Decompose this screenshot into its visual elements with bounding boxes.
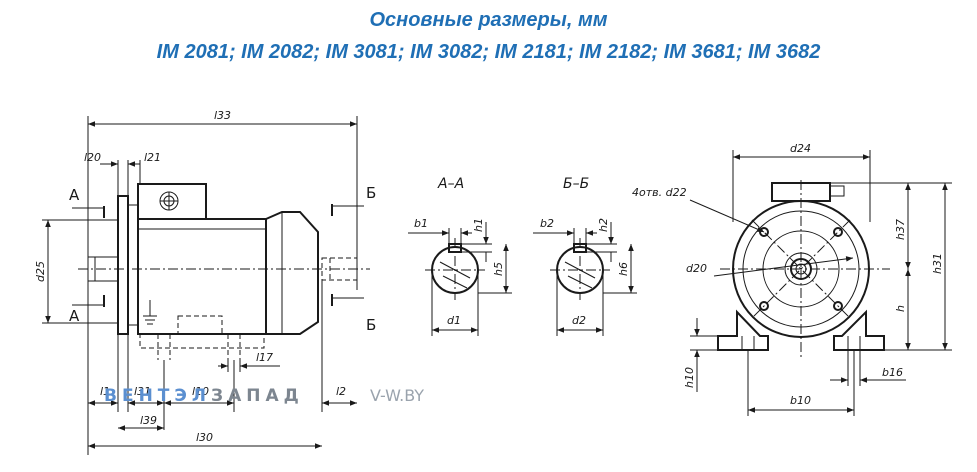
section-a-bottom-marker: А: [69, 307, 80, 325]
watermark-brand: ВЕНТЭЛЗАПАД: [104, 386, 304, 406]
dim-h10: h10: [683, 367, 696, 388]
dim-h2: h2: [597, 218, 610, 232]
dim-l31: l31: [134, 385, 151, 398]
dim-d1: d1: [447, 314, 461, 327]
dim-l1: l1: [100, 385, 110, 398]
page-subtitle: IM 2081; IM 2082; IM 3081; IM 3082; IM 2…: [156, 41, 821, 63]
dim-l10: l10: [192, 385, 209, 398]
dim-h6: h6: [617, 262, 630, 276]
dim-h: h: [894, 305, 907, 312]
section-aa-title: А–А: [437, 176, 464, 192]
dim-b16: b16: [882, 366, 903, 379]
dim-h31: h31: [931, 253, 944, 274]
dim-l33: l33: [214, 109, 231, 122]
dim-d25: d25: [34, 261, 47, 282]
front-view: d24 4отв. d22 d20: [632, 142, 952, 416]
dim-d20: d20: [686, 262, 707, 275]
section-b-bottom-marker: Б: [366, 316, 376, 334]
dim-d2: d2: [572, 314, 586, 327]
section-aa: А–А b1 h1 h5 d1: [408, 176, 512, 336]
page-title: Основные размеры, мм: [369, 9, 608, 31]
dim-l30: l30: [196, 431, 213, 444]
dim-l17: l17: [256, 351, 273, 364]
dim-h5: h5: [492, 262, 505, 276]
label-holes: 4отв. d22: [632, 186, 687, 199]
section-bb-title: Б–Б: [563, 176, 589, 192]
section-a-top-marker: А: [69, 186, 80, 204]
dim-d24: d24: [790, 142, 811, 155]
section-bb: Б–Б b2 h2 h6 d2: [533, 176, 637, 336]
dim-h1: h1: [472, 218, 485, 232]
section-b-top-marker: Б: [366, 184, 376, 202]
dim-b10: b10: [790, 394, 811, 407]
dim-l21: l21: [144, 151, 161, 164]
watermark-site: V-W.BY: [370, 386, 424, 405]
dim-h37: h37: [894, 219, 907, 240]
dim-l20: l20: [84, 151, 101, 164]
side-view: l33 l20 l21 А А d25: [34, 109, 424, 455]
dim-b1: b1: [414, 217, 428, 230]
dim-l39: l39: [140, 414, 157, 427]
dim-b2: b2: [540, 217, 554, 230]
dim-l2: l2: [336, 385, 346, 398]
